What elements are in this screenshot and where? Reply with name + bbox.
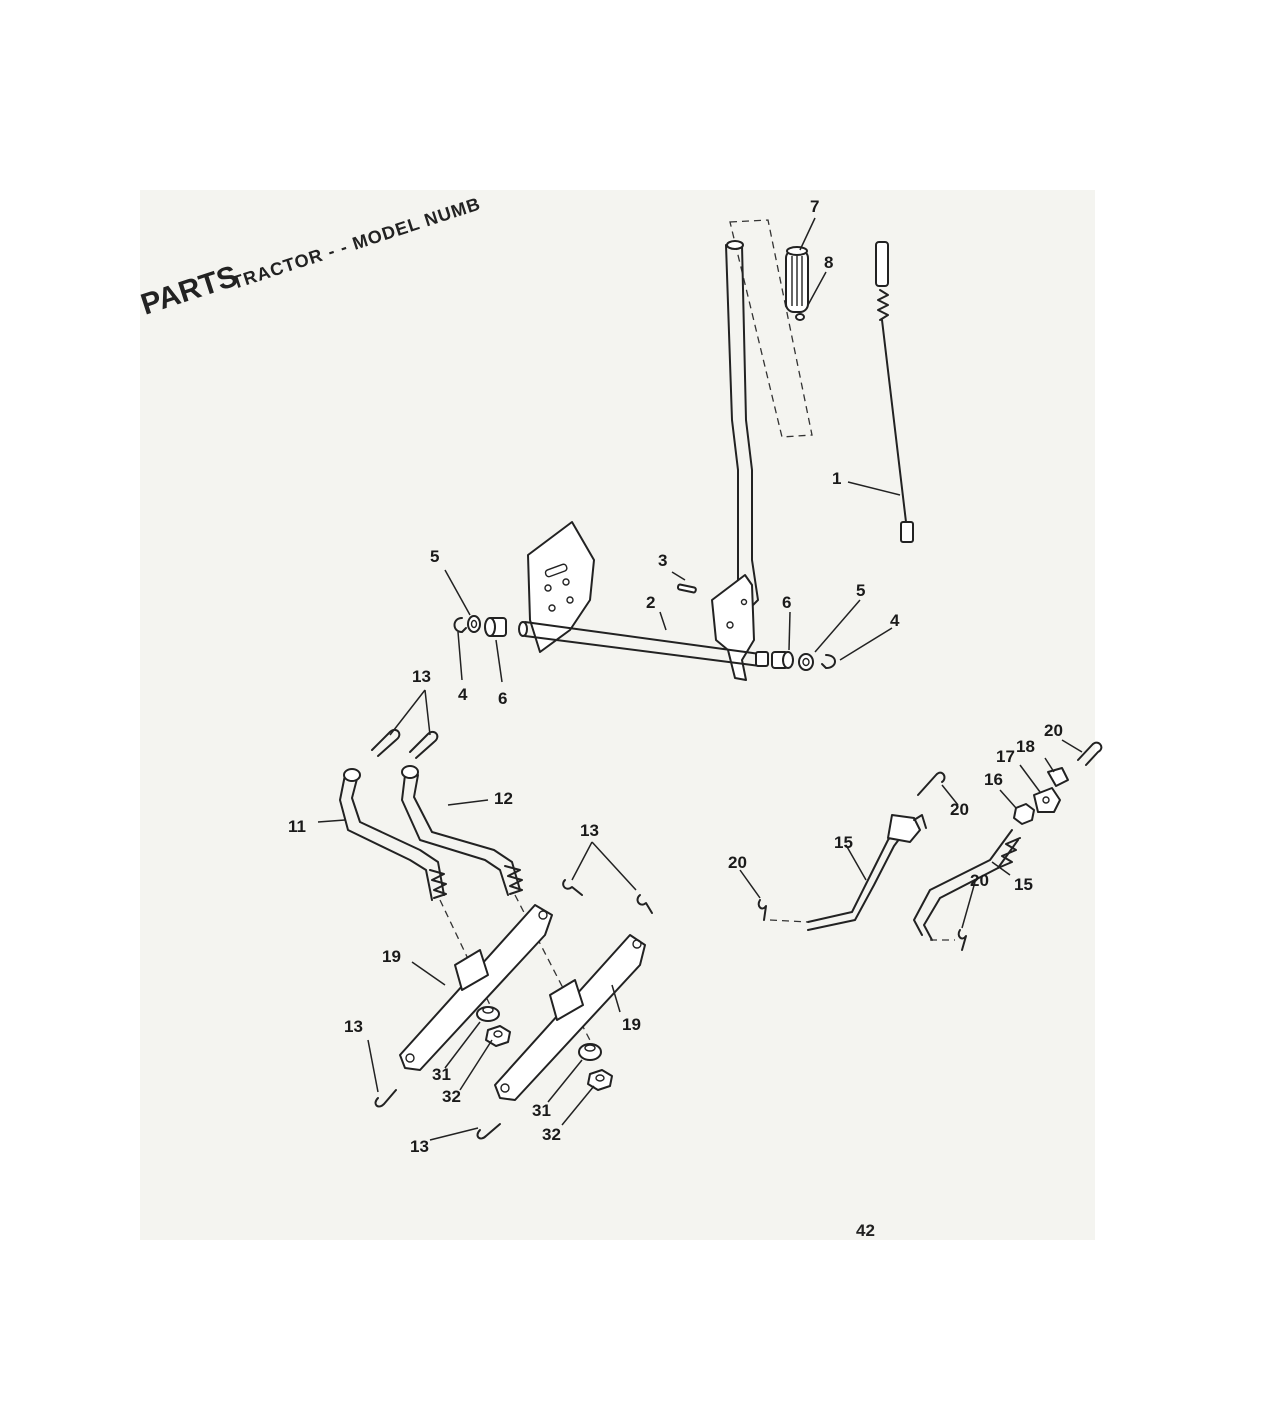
washer-left: [468, 616, 480, 632]
callout-2: 2: [646, 593, 655, 612]
hairpin-clip-2: [410, 732, 437, 758]
swivel-18: [1048, 768, 1068, 786]
callout-5-left: 5: [430, 547, 439, 566]
spacer-left: [477, 1007, 499, 1021]
release-rod: [876, 242, 913, 542]
clip-right: [822, 655, 835, 668]
bushing-right: [772, 652, 793, 668]
callout-20-top: 20: [1044, 721, 1063, 740]
nut-16: [1014, 804, 1034, 824]
pin: [678, 584, 697, 593]
clip-20-mid: [918, 773, 944, 795]
rod-guide-left: [770, 920, 808, 922]
callout-32-right: 32: [542, 1125, 561, 1144]
trunnion-17: [1034, 788, 1060, 812]
callout-13-low: 13: [344, 1017, 363, 1036]
callout-15-right: 15: [1014, 875, 1033, 894]
callout-12: 12: [494, 789, 513, 808]
callout-16: 16: [984, 770, 1003, 789]
callout-8: 8: [824, 253, 833, 272]
callout-19-right: 19: [622, 1015, 641, 1034]
callout-13-mid: 13: [580, 821, 599, 840]
callout-13-bottom: 13: [410, 1137, 429, 1156]
callout-13-top: 13: [412, 667, 431, 686]
callout-17: 17: [996, 747, 1015, 766]
clip-20-top: [1078, 743, 1101, 765]
clip-20-right: [959, 930, 966, 950]
callout-32-left: 32: [442, 1087, 461, 1106]
callout-4-right: 4: [890, 611, 900, 630]
callout-31-right: 31: [532, 1101, 551, 1120]
clip-left: [455, 618, 467, 632]
rod-15-left: [808, 815, 926, 930]
page-subtitle: TRACTOR - - MODEL NUMB: [229, 193, 483, 292]
rod-15-right: [914, 830, 1020, 940]
hairpin-clip-5: [376, 1090, 396, 1106]
callout-3: 3: [658, 551, 667, 570]
spacer-right: [579, 1044, 601, 1060]
callout-15-left: 15: [834, 833, 853, 852]
nut-right: [588, 1070, 612, 1090]
callout-7: 7: [810, 197, 819, 216]
callout-19-left: 19: [382, 947, 401, 966]
callout-11: 11: [288, 817, 306, 836]
callout-31-left: 31: [432, 1065, 451, 1084]
bushing-left: [485, 618, 506, 636]
mounting-plate: [528, 522, 594, 652]
grip-cap: [796, 314, 804, 320]
callout-6-left: 6: [498, 689, 507, 708]
leader-lines: [318, 218, 1082, 1140]
callout-20-left: 20: [728, 853, 747, 872]
washer-right: [799, 654, 813, 670]
hairpin-clip-4: [638, 895, 652, 913]
callout-5-right: 5: [856, 581, 865, 600]
callout-20-right: 20: [970, 871, 989, 890]
callout-6-right: 6: [782, 593, 791, 612]
lift-arm-left: [400, 905, 552, 1070]
page-header: PARTS TRACTOR - - MODEL NUMB: [137, 181, 483, 322]
callout-4-left: 4: [458, 685, 468, 704]
callout-labels: 7 8 1 3 2 5 4 6 6 5 4 13 11 12 13 19 19 …: [288, 197, 1063, 1156]
page-title: PARTS: [137, 260, 242, 322]
lift-link-11: [340, 769, 446, 900]
callout-18: 18: [1016, 737, 1035, 756]
lift-link-12: [402, 766, 522, 895]
callout-20-mid: 20: [950, 800, 969, 819]
hairpin-clip-6: [478, 1124, 500, 1138]
page-number: 42: [856, 1221, 875, 1240]
clip-20-left: [759, 900, 766, 920]
handle-grip: [786, 247, 808, 312]
callout-1: 1: [832, 469, 841, 488]
hairpin-clip-3: [563, 880, 582, 895]
hairpin-clip-1: [372, 730, 399, 756]
